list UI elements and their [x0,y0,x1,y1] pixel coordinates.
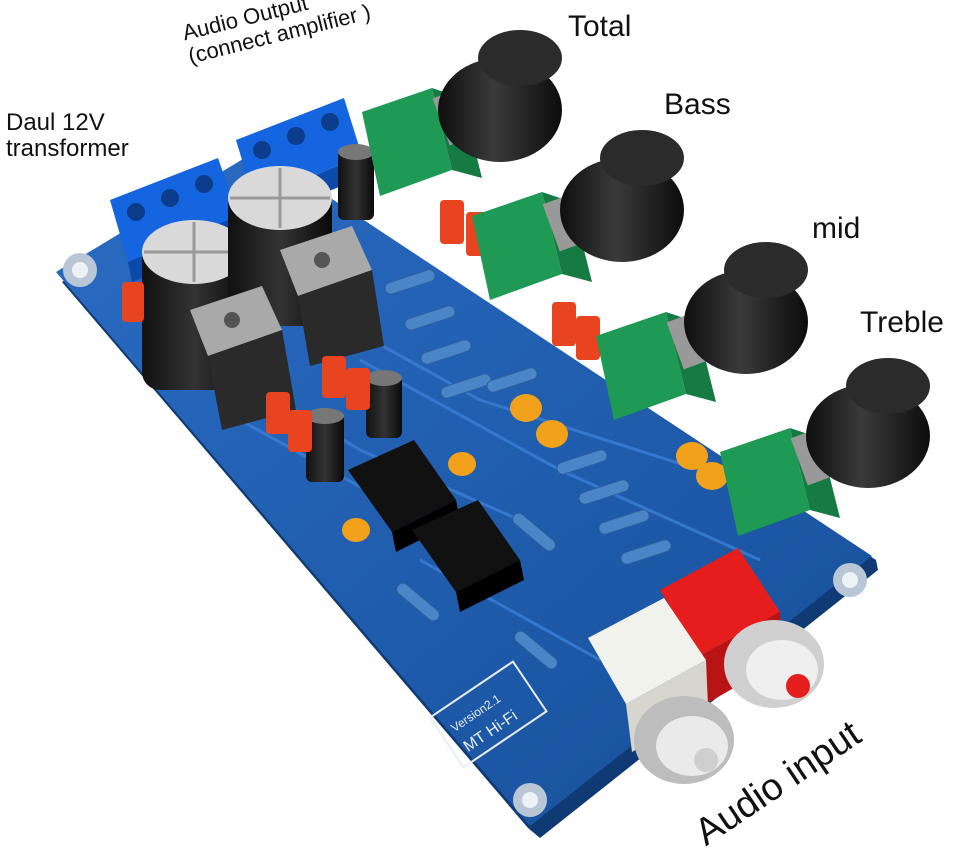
electrolytic-capacitor-icon [306,144,402,482]
knob-icon [684,242,808,374]
potentiometer-bass[interactable] [472,130,684,300]
potentiometer-total[interactable] [362,30,562,196]
ic-chip-icon [348,440,524,612]
label-transformer-line2: transformer [6,135,129,163]
label-total: Total [568,10,632,43]
potentiometer-mid[interactable] [596,242,808,420]
ceramic-capacitor-icon [342,394,728,542]
knob-icon [438,30,562,162]
mounting-hole-icon [63,253,867,817]
label-transformer: Daul 12V transformer [6,109,129,163]
voltage-regulator-icon [280,226,384,366]
rca-jack-white-icon[interactable] [588,598,734,784]
knob-icon [560,130,684,262]
label-mid: mid [812,212,861,245]
label-treble: Treble [860,306,944,339]
potentiometer-treble[interactable] [720,358,930,536]
rca-jack-red-icon[interactable] [660,548,824,708]
label-transformer-line1: Daul 12V [6,109,105,136]
resistor-icon [384,269,672,670]
knob-icon [806,358,930,488]
label-bass: Bass [664,88,731,121]
